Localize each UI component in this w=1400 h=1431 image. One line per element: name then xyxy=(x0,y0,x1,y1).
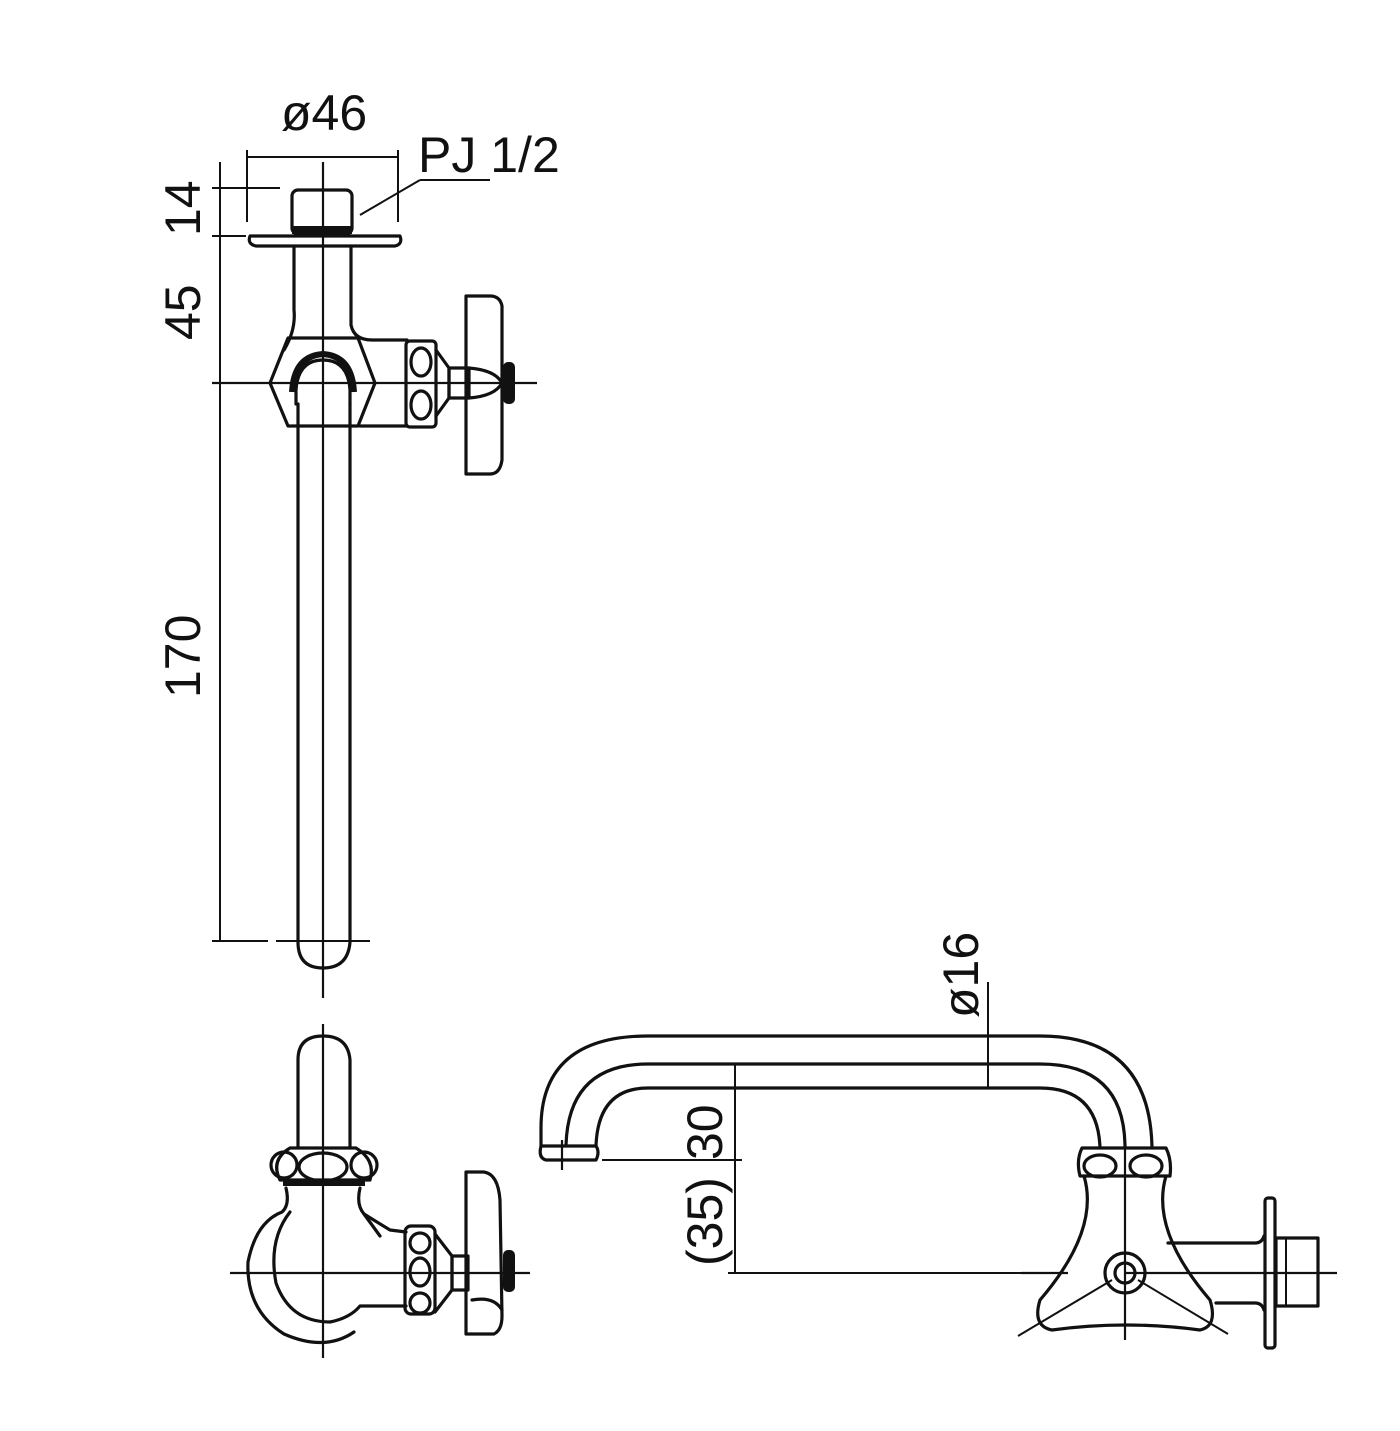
dim-spout-length: 170 xyxy=(155,615,211,698)
dim-flange-diameter: ø46 xyxy=(281,85,367,141)
front-view xyxy=(230,1024,530,1358)
dim-outlet-height: (35) xyxy=(677,1177,733,1266)
dim-flange-height: 14 xyxy=(155,180,211,236)
dim-spout-height: 30 xyxy=(677,1104,733,1160)
dim-thread-spec: PJ 1/2 xyxy=(418,127,560,183)
side-view: ø16 30 (35) xyxy=(538,932,1337,1350)
dim-body-offset: 45 xyxy=(155,284,211,340)
top-view: ø46 PJ 1/2 14 45 170 xyxy=(155,85,560,998)
dim-spout-diameter: ø16 xyxy=(933,932,989,1018)
